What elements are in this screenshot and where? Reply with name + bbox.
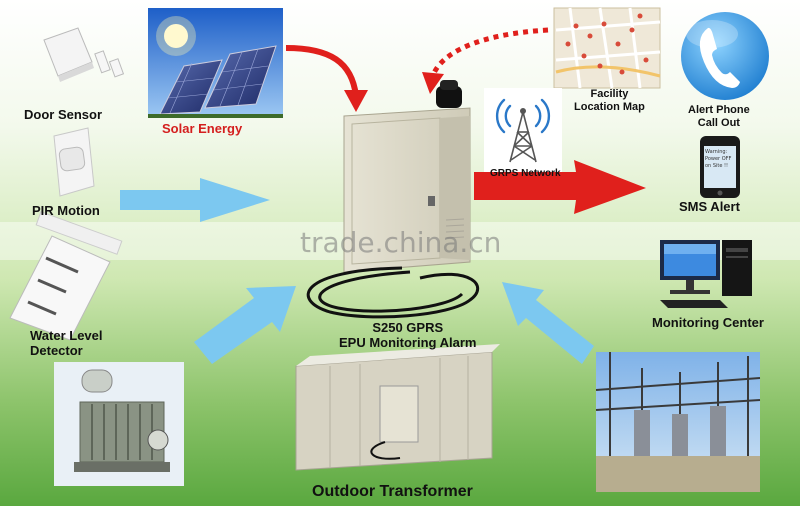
transformer-icon [295,344,500,471]
cabinet-icon [306,80,480,319]
monitoring-center-label: Monitoring Center [652,315,764,330]
water-level-label-line: Detector [30,343,83,358]
door-sensor-icon [43,27,125,82]
blue-arrow-pir [120,178,270,222]
transformer-photo-icon [54,362,184,486]
phone-screen-line: Power OFF [705,156,732,162]
red-arrow-solar [285,45,368,112]
solar-energy-label: Solar Energy [162,121,243,136]
substation-icon [595,352,761,492]
water-level-label: Water Level Detector [30,328,103,358]
pir-motion-icon [53,127,95,197]
blue-arrow-transformer [194,286,296,364]
alert-phone-label: Alert Phone Call Out [688,104,750,130]
computer-icon [660,240,752,308]
solar-panel-icon [148,8,283,118]
device-label-line: EPU Monitoring Alarm [339,335,477,350]
facility-map-label-line: Location Map [574,101,645,113]
phone-screen-line: Warning: [705,149,728,155]
blue-arrow-substation [502,282,594,364]
alert-phone-label-line: Call Out [697,117,740,129]
facility-map-label: Facility Location Map [574,88,645,114]
red-arrow-network [474,160,646,214]
door-sensor-label: Door Sensor [24,107,103,122]
antenna-tower-icon [484,88,562,182]
map-icon [553,7,661,89]
water-level-icon [9,211,123,341]
watermark-text: trade.china.cn [300,226,502,259]
water-level-label-line: Water Level [30,328,103,343]
mobile-phone-icon [700,136,740,198]
red-dotted-arrow-map [422,27,549,94]
phone-screen-line: on Site !! [705,163,729,169]
pir-motion-label: PIR Motion [32,203,100,218]
outdoor-transformer-label: Outdoor Transformer [312,483,473,500]
alert-phone-label-line: Alert Phone [688,104,750,116]
phone-icon [681,12,769,100]
grps-network-label: GRPS Network [490,168,561,179]
facility-map-label-line: Facility [590,88,629,100]
device-label: S250 GPRS EPU Monitoring Alarm [339,320,476,350]
device-label-line: S250 GPRS [372,320,444,335]
sms-alert-label: SMS Alert [679,199,740,214]
phone-screen-text: Warning: Power OFF on Site !! [705,149,735,170]
